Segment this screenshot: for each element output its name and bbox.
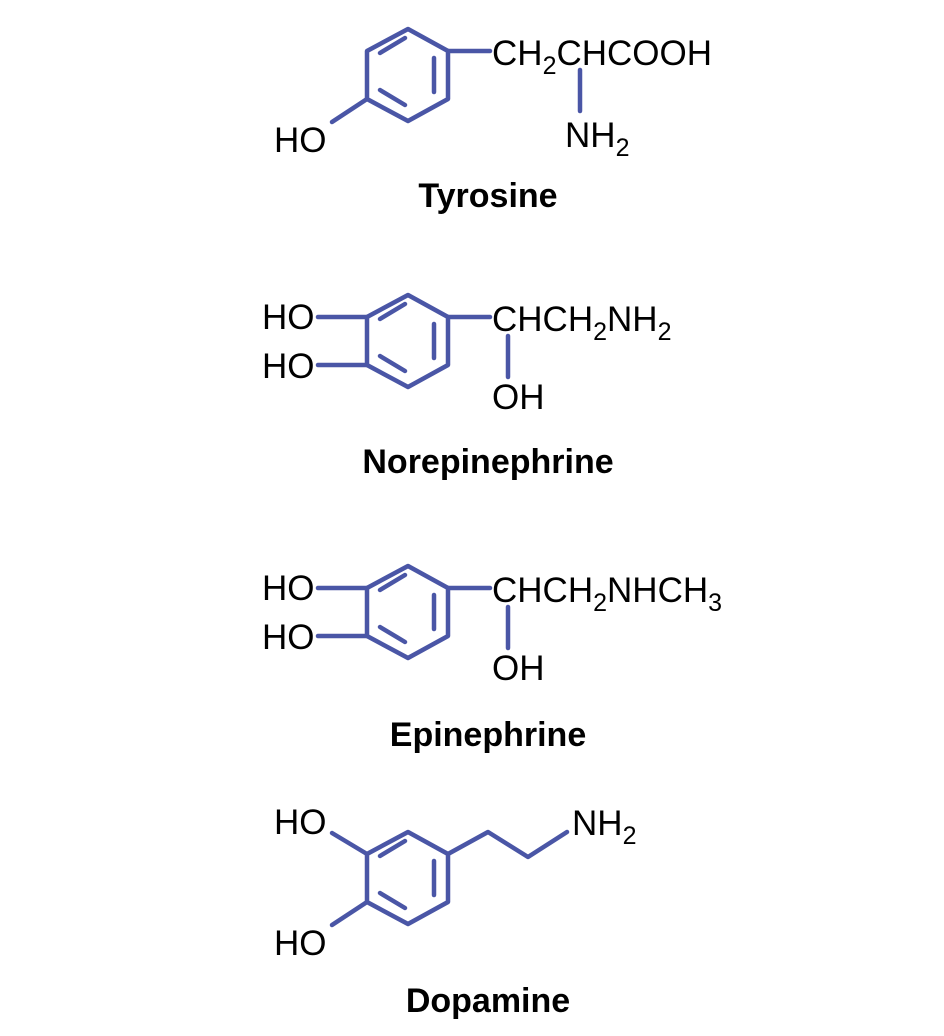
benzene-ring [367, 566, 448, 658]
benzene-ring [367, 832, 448, 924]
hydroxyl-group: OH [492, 378, 545, 417]
benzene-ring [367, 295, 448, 387]
ethyl-chain [445, 829, 570, 860]
tyrosine-structure: HO CH2CHCOOH NH2 Tyrosine [274, 29, 712, 215]
side-chain-formula: CHCH2NH2 [492, 300, 671, 346]
hydroxyl-group: HO [262, 569, 315, 608]
bond [329, 899, 370, 928]
bond [329, 830, 370, 857]
side-chain-formula: CHCH2NHCH3 [492, 571, 722, 617]
benzene-ring [367, 29, 448, 121]
hydroxyl-group: HO [274, 121, 327, 160]
compound-name-epinephrine: Epinephrine [390, 716, 586, 754]
amine-group: NH2 [565, 116, 629, 162]
hydroxyl-group: OH [492, 649, 545, 688]
dopamine-structure: HO HO NH2 Dopamine [274, 803, 636, 1020]
amine-group: NH2 [572, 804, 636, 850]
side-chain-formula: CH2CHCOOH [492, 34, 712, 80]
bond [329, 96, 370, 125]
hydroxyl-group: HO [262, 347, 315, 386]
hydroxyl-group: HO [274, 924, 327, 963]
hydroxyl-group: HO [262, 298, 315, 337]
hydroxyl-group: HO [274, 803, 327, 842]
hydroxyl-group: HO [262, 618, 315, 657]
compound-name-dopamine: Dopamine [406, 982, 570, 1020]
compound-name-norepinephrine: Norepinephrine [362, 443, 613, 481]
epinephrine-structure: HO HO CHCH2NHCH3 OH Epinephrine [262, 566, 722, 754]
compound-name-tyrosine: Tyrosine [418, 177, 557, 215]
norepinephrine-structure: HO HO CHCH2NH2 OH Norepinephrine [262, 295, 671, 481]
